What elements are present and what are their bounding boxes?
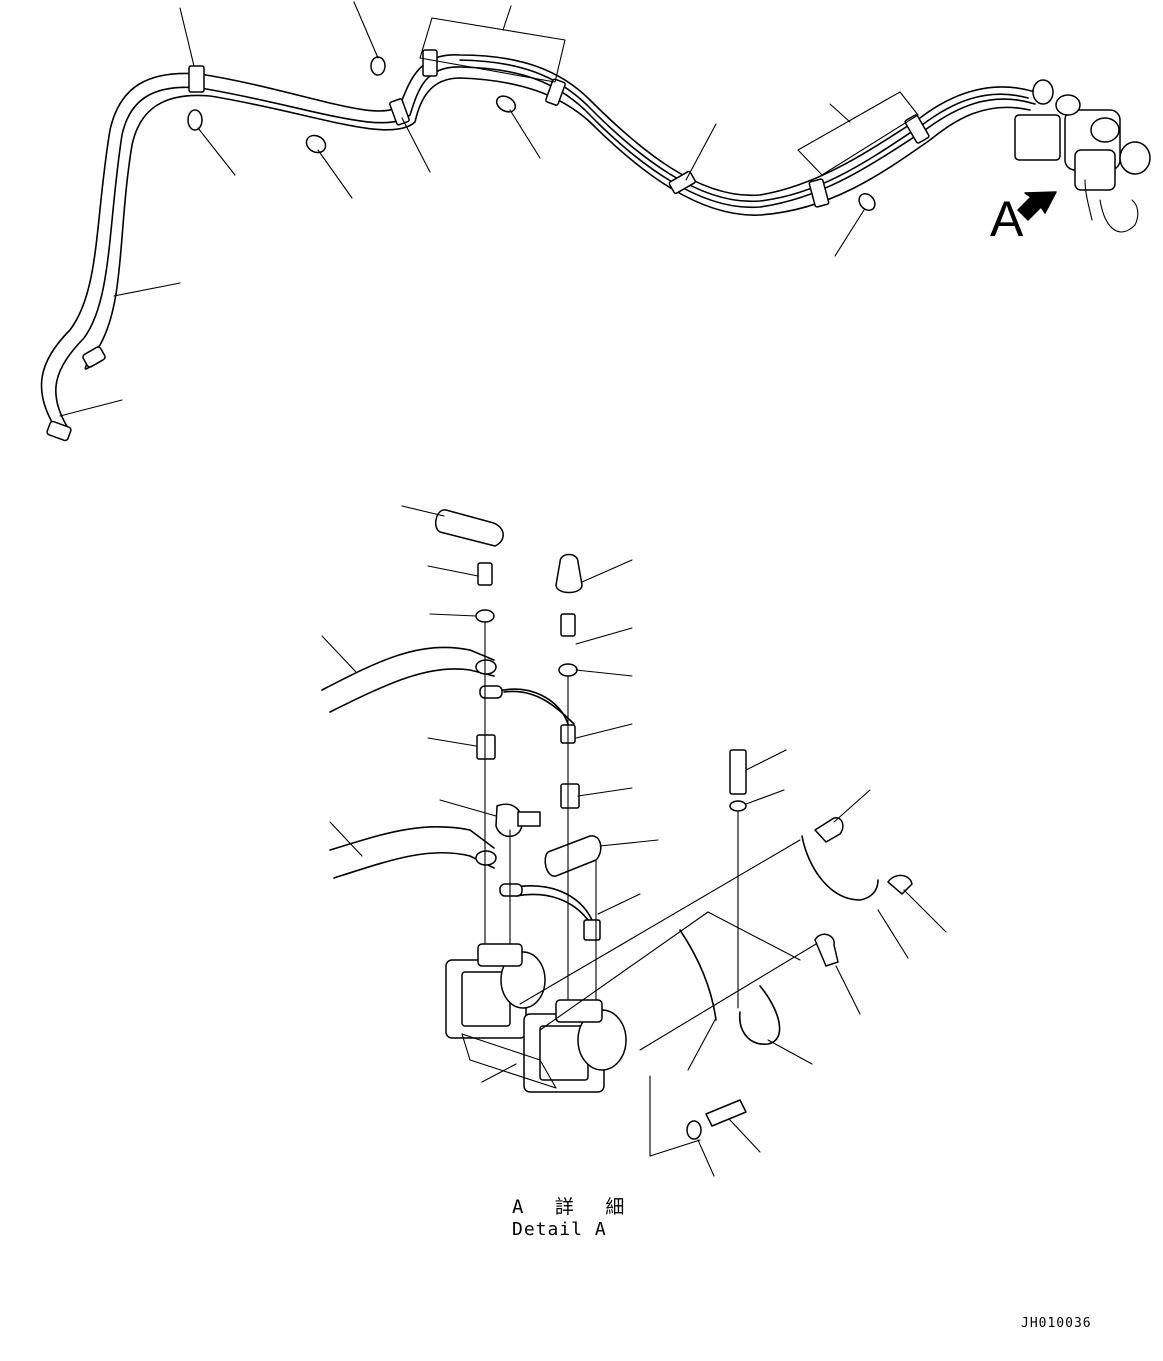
battery-relay [523,999,627,1093]
main-harness [40,1,1151,442]
detail-caption-english: Detail A [512,1219,607,1240]
leader-lines-upper [59,1,865,417]
battery-relay [445,943,546,1039]
detail-caption-japanese: A 詳 細 [512,1196,635,1218]
drawing-code: JH010036 [1021,1316,1092,1331]
collar [187,56,876,211]
detail-a-exploded-view [321,505,947,1177]
battery-relay-assembly [1014,79,1151,233]
leader-lines-detail [321,505,947,1177]
view-arrow-icon [1017,191,1057,221]
assembly-guide-lines [484,621,739,1011]
view-arrow-label: A [990,191,1024,247]
reference-lines [519,839,817,1157]
